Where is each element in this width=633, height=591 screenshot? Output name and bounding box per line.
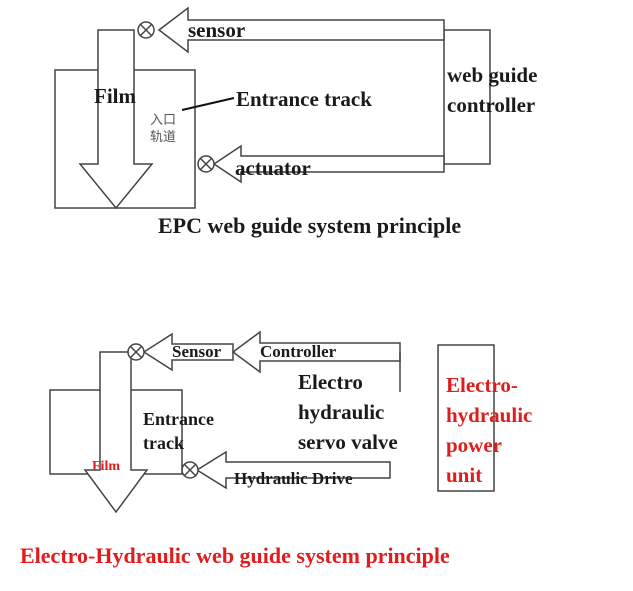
power-unit-label-3: power <box>446 433 502 457</box>
film-strip-arrow <box>78 29 154 210</box>
controller-label-3: Controller <box>260 342 337 361</box>
entrance-callout-line <box>181 97 235 111</box>
electro-hydraulic-caption: Electro-Hydraulic web guide system princ… <box>20 543 450 568</box>
hydraulic-drive-label: Hydraulic Drive <box>234 469 353 488</box>
sensor-label: sensor <box>188 18 245 42</box>
power-unit-box <box>437 344 495 492</box>
epc-caption: EPC web guide system principle <box>158 213 461 238</box>
controller-box <box>443 29 491 165</box>
power-unit-label-2: hydraulic <box>446 403 532 427</box>
entrance-label-2: track <box>143 433 184 453</box>
sensor-signal-arrow <box>157 6 445 54</box>
epc-diagram <box>54 6 491 210</box>
electro-hydraulic-diagram <box>49 330 495 514</box>
sensor-icon <box>137 21 155 39</box>
entrance-label-1: Entrance <box>143 409 214 429</box>
drive-icon <box>181 461 199 479</box>
actuator-label: actuator <box>235 156 311 180</box>
valve-label-1: Electro <box>298 370 363 394</box>
film-strip-arrow-2 <box>83 351 149 514</box>
entrance-cn-label-2: 轨道 <box>150 130 176 145</box>
entrance-cn-label-1: 入口 <box>150 113 176 128</box>
film-label: Film <box>94 84 136 108</box>
film-label-2: Film <box>92 459 120 474</box>
actuator-icon <box>197 155 215 173</box>
controller-label-2: controller <box>447 93 535 117</box>
valve-label-2: hydraulic <box>298 400 384 424</box>
sensor-icon-2 <box>127 343 145 361</box>
sensor-label-2: Sensor <box>172 342 222 361</box>
power-unit-label-4: unit <box>446 463 482 487</box>
actuator-signal-arrow <box>212 144 445 184</box>
valve-label-3: servo valve <box>298 430 398 454</box>
hydraulic-drive-arrow <box>195 450 391 490</box>
controller-label-1: web guide <box>447 63 537 87</box>
power-unit-label-1: Electro- <box>446 373 518 397</box>
entrance-track-label: Entrance track <box>236 87 372 111</box>
